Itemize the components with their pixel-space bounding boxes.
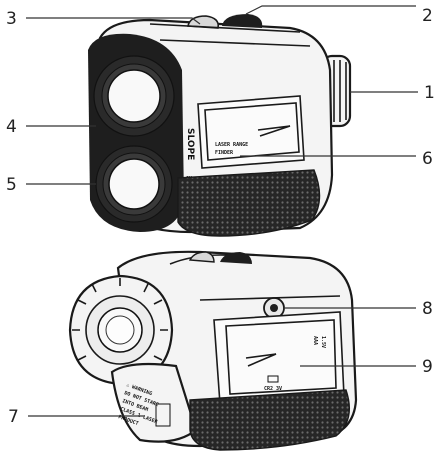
front-view-device: SLOPE ON LASER RANGE FINDER [88, 14, 352, 237]
svg-text:3: 3 [6, 9, 17, 29]
svg-text:7: 7 [8, 407, 19, 427]
label-plate-line2: FINDER [215, 150, 234, 156]
rear-view-device: AAA 1.5V CR2 3V ⚠ WARNING DO NOT STARE I… [68, 250, 358, 451]
callout-4: 4 [6, 117, 96, 137]
svg-text:5: 5 [6, 175, 17, 195]
label-plate-line1: LASER RANGE [215, 142, 248, 148]
rear-top-button [220, 252, 252, 264]
callout-6: 6 [240, 149, 433, 169]
power-button [222, 14, 263, 28]
battery-volt-text: 1.5V [320, 336, 326, 348]
callout-2: 2 [245, 5, 433, 26]
slope-switch-text: SLOPE [185, 128, 195, 160]
svg-text:2: 2 [422, 6, 433, 26]
rear-top-button-2 [188, 251, 215, 263]
callout-5: 5 [6, 175, 96, 195]
battery-icon [267, 375, 279, 383]
battery-door: AAA 1.5V CR2 3V [213, 311, 345, 405]
lower-objective-lens [95, 145, 173, 223]
callout-8: 8 [284, 299, 433, 319]
front-label-plate: LASER RANGE FINDER [197, 95, 305, 169]
svg-text:6: 6 [422, 149, 433, 169]
battery-voltage-text: CR2 3V [264, 386, 282, 392]
mode-button [187, 15, 220, 29]
rear-rubber-grip [189, 389, 350, 451]
callout-9: 9 [300, 357, 433, 377]
callout-3: 3 [6, 9, 201, 29]
front-rubber-grip [177, 169, 321, 237]
callout-1: 1 [350, 83, 435, 103]
warning-sticker-box [155, 403, 171, 427]
rear-eyepiece [68, 274, 174, 386]
upper-objective-lens [93, 55, 175, 137]
svg-text:1: 1 [424, 83, 435, 103]
callout-7: 7 [8, 407, 144, 427]
battery-aaa-text: AAA [312, 336, 318, 345]
svg-text:4: 4 [6, 117, 17, 137]
svg-text:8: 8 [422, 299, 433, 319]
svg-text:9: 9 [422, 357, 433, 377]
